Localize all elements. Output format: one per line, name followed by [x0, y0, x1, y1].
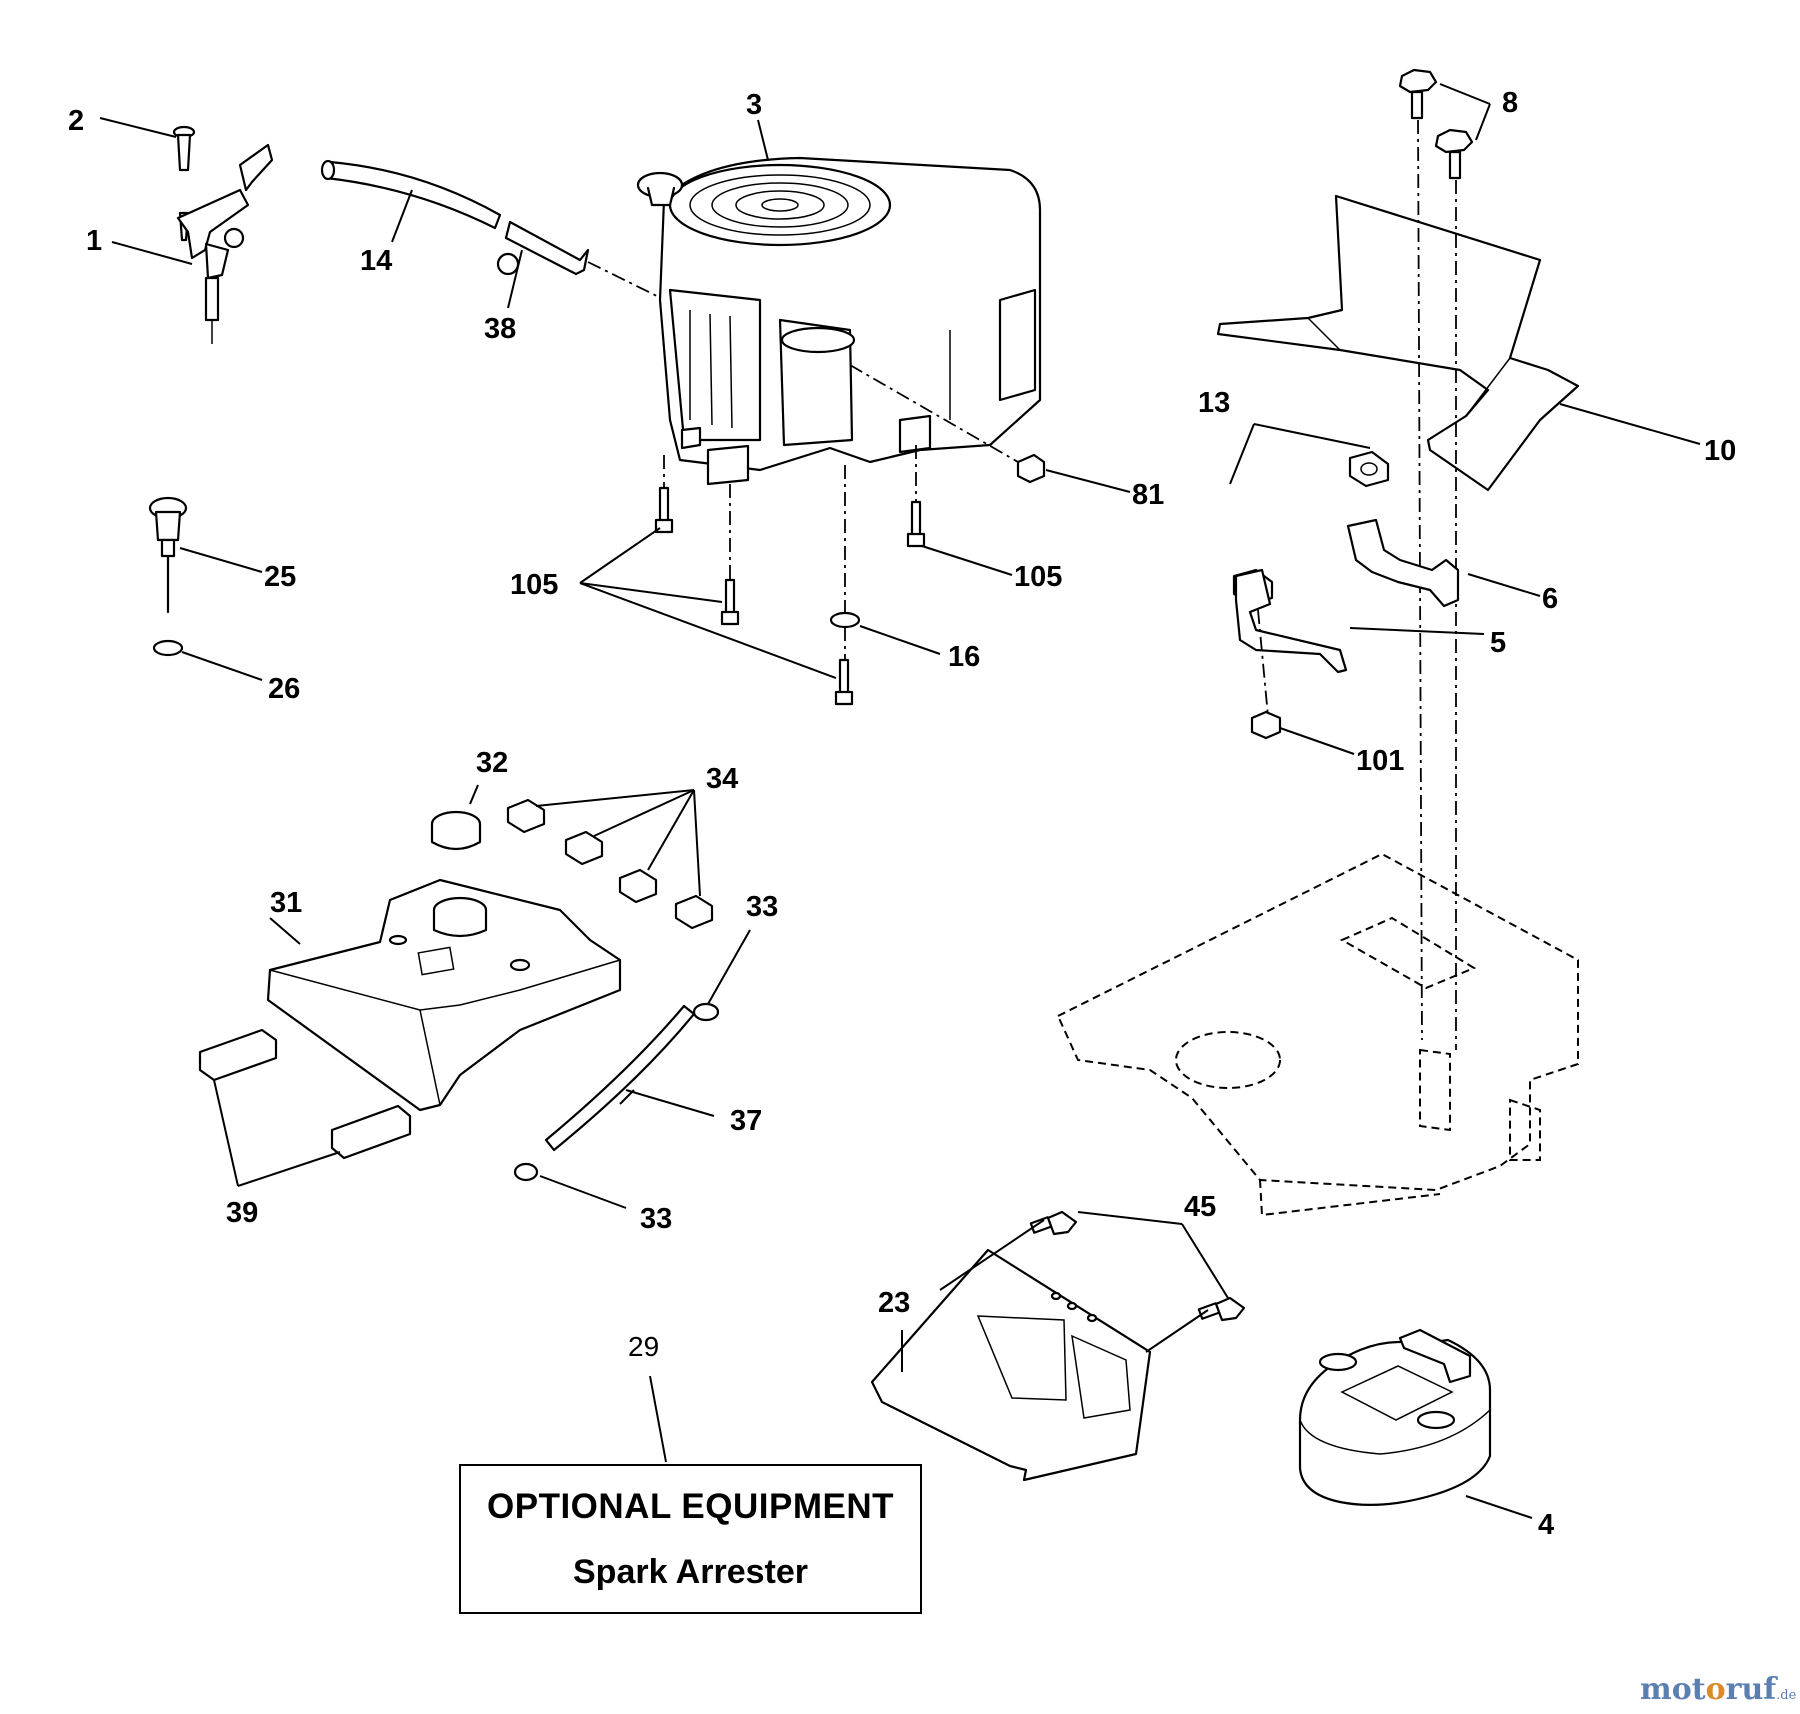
callout-81: 81: [1132, 479, 1164, 511]
callout-4: 4: [1538, 1509, 1554, 1541]
callout-33-top: 33: [746, 891, 778, 923]
callout-31: 31: [270, 887, 302, 919]
dipstick: [148, 496, 188, 657]
heat-shield: [1216, 194, 1580, 492]
callout-10: 10: [1704, 435, 1736, 467]
exhaust-pipes: [1232, 450, 1460, 674]
lock-washer: [829, 611, 861, 629]
throttle-control: [172, 125, 274, 344]
watermark-part3: ruf: [1725, 1672, 1777, 1707]
callout-25: 25: [264, 561, 296, 593]
callout-5: 5: [1490, 627, 1506, 659]
engine-bolts: [654, 486, 926, 706]
callout-32: 32: [476, 747, 508, 779]
watermark-tld: .de: [1776, 1688, 1797, 1703]
callout-14: 14: [360, 245, 392, 277]
muffler: [1298, 1328, 1492, 1506]
callout-13: 13: [1198, 387, 1230, 419]
foam-pads: [198, 798, 714, 1160]
callout-16: 16: [948, 641, 980, 673]
callout-39: 39: [226, 1197, 258, 1229]
spark-arrester-label: Spark Arrester: [573, 1552, 808, 1591]
nut-81: [1016, 453, 1046, 484]
watermark-logo: motoruf.de: [1640, 1672, 1796, 1707]
fuel-hose-and-clamps: [513, 1002, 720, 1182]
callout-2: 2: [68, 105, 84, 137]
muffler-shield: [870, 1248, 1152, 1482]
optional-equipment-box: OPTIONAL EQUIPMENT Spark Arrester: [459, 1464, 922, 1614]
callout-1: 1: [86, 225, 102, 257]
callout-6: 6: [1542, 583, 1558, 615]
callout-37: 37: [730, 1105, 762, 1137]
optional-equipment-title: OPTIONAL EQUIPMENT: [487, 1486, 894, 1526]
callout-26: 26: [268, 673, 300, 705]
callout-33-bottom: 33: [640, 1203, 672, 1235]
callout-8: 8: [1502, 87, 1518, 119]
watermark-part2: o: [1705, 1672, 1726, 1707]
callout-29: 29: [628, 1331, 659, 1362]
callout-105-right: 105: [1014, 561, 1062, 593]
callout-45: 45: [1184, 1191, 1216, 1223]
engine: [636, 156, 1042, 486]
callout-38: 38: [484, 313, 516, 345]
mower-frame: [1056, 852, 1579, 1217]
nut-101: [1250, 710, 1282, 740]
watermark-part1: mot: [1640, 1672, 1706, 1707]
callout-101: 101: [1356, 745, 1404, 777]
fuel-cap: [430, 810, 482, 851]
shield-bolts: [1398, 68, 1474, 180]
callout-34: 34: [706, 763, 738, 795]
fuel-tank: [266, 878, 622, 1112]
callout-105-left: 105: [510, 569, 558, 601]
fuel-line: [320, 159, 590, 276]
shield-screws: [1029, 1210, 1246, 1322]
callout-3: 3: [746, 89, 762, 121]
callout-23: 23: [878, 1287, 910, 1319]
